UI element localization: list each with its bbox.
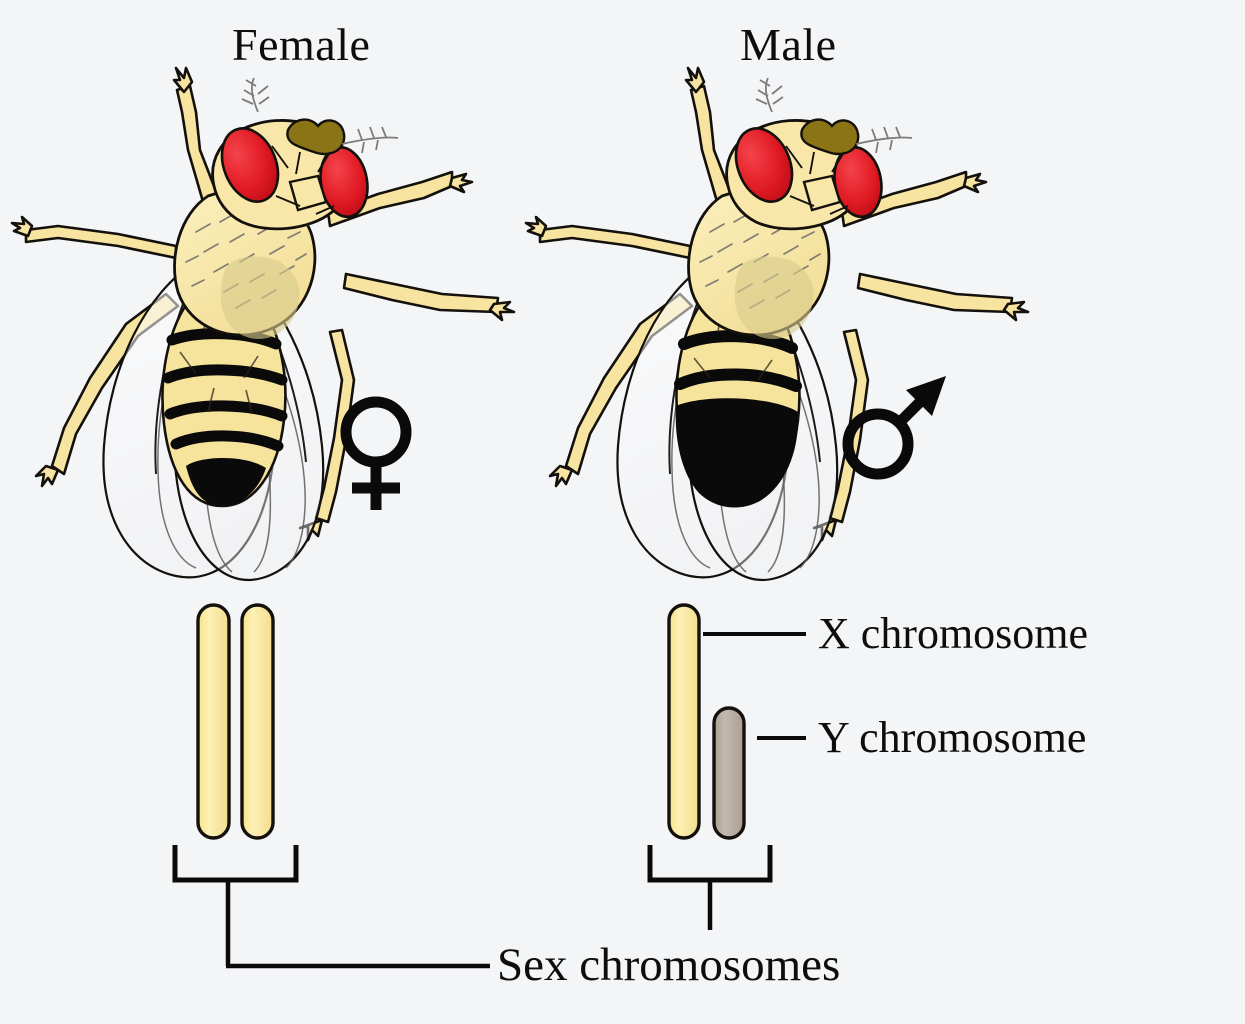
- male-left-eye: [734, 127, 794, 203]
- male-arista-left: [755, 77, 784, 113]
- male-chromosome-pair: [667, 603, 746, 840]
- female-x-chromosome-1: [196, 603, 231, 840]
- male-fly-illustration: [524, 66, 1030, 581]
- female-x-chromosome-2: [240, 603, 275, 840]
- female-arista-right: [341, 126, 399, 154]
- female-head: [211, 77, 399, 231]
- female-fly-illustration: [10, 66, 516, 581]
- male-head: [725, 77, 913, 231]
- female-arista-left: [241, 77, 270, 113]
- male-x-chromosome: [667, 603, 701, 840]
- male-y-chromosome: [712, 706, 746, 840]
- y-chromosome-label: Y chromosome: [818, 713, 1087, 762]
- male-abdomen: [674, 288, 802, 508]
- sex-chromosomes-label: Sex chromosomes: [497, 939, 841, 991]
- venus-symbol: [340, 396, 412, 510]
- male-crown-marking: [800, 118, 860, 156]
- x-chromosome-label: X chromosome: [818, 609, 1089, 658]
- female-crown-marking: [286, 118, 346, 156]
- male-chromosome-bracket: [647, 845, 773, 883]
- female-panel-title: Female: [232, 19, 371, 70]
- mars-symbol: [842, 376, 946, 480]
- male-black-abdomen-tip: [675, 398, 799, 508]
- female-chromosome-bracket: [172, 845, 299, 883]
- female-abdomen: [161, 288, 288, 508]
- male-arista-right: [855, 126, 913, 154]
- male-legs: [524, 66, 1030, 542]
- female-chromosome-pair: [196, 603, 275, 840]
- female-left-eye: [220, 127, 280, 203]
- male-panel-title: Male: [740, 19, 837, 70]
